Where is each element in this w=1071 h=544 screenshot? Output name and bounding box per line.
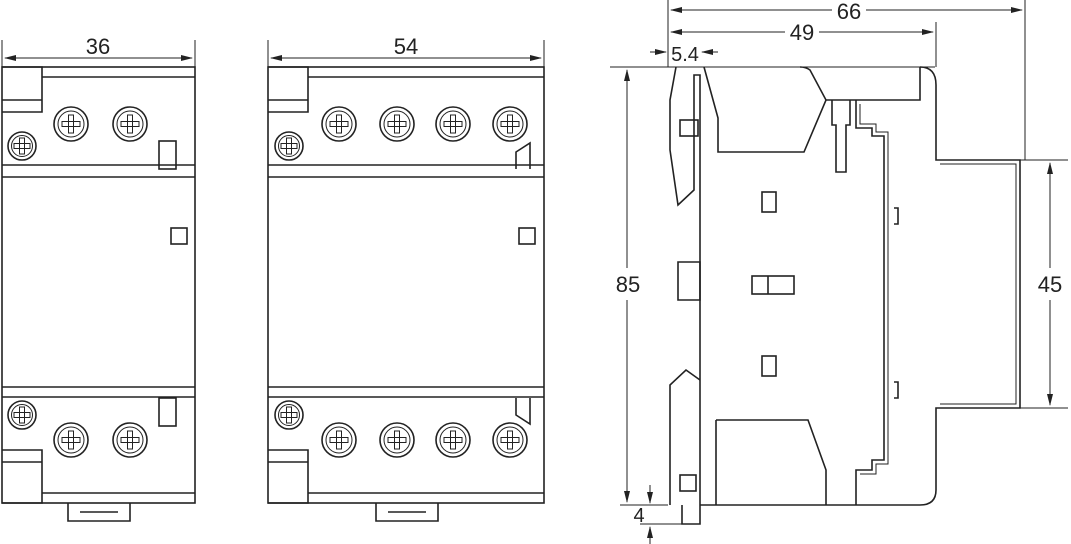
din-clip: [67, 503, 131, 522]
height-label: 85: [616, 272, 640, 297]
front-offset-label: 5.4: [671, 44, 699, 66]
side-view: 66 49 5.4 85 45 4: [610, 0, 1068, 544]
clip-height-label: 4: [633, 505, 644, 527]
width-label: 36: [86, 34, 110, 59]
front-view-4-pole: 54: [267, 34, 545, 522]
width-label: 54: [394, 34, 418, 59]
depth-front-label: 49: [790, 20, 814, 45]
depth-total-label: 66: [837, 0, 861, 24]
indicator-window: [170, 227, 188, 245]
front-view-2-pole: 36: [1, 34, 196, 522]
rail-height-label: 45: [1038, 272, 1062, 297]
